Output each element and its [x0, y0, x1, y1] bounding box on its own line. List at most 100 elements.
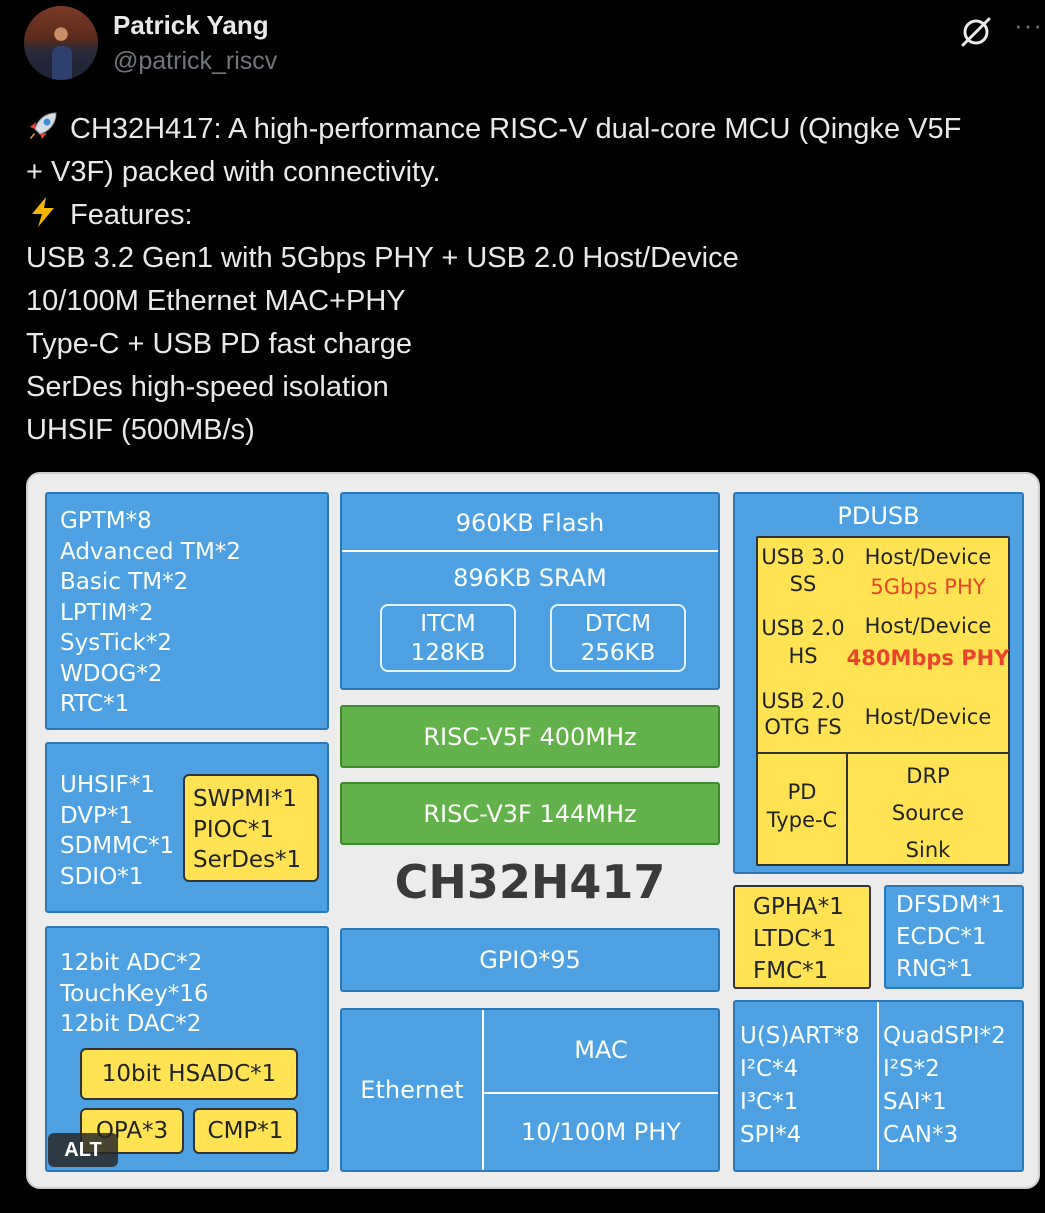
author-name[interactable]: Patrick Yang [113, 10, 269, 40]
interfaces-list: UHSIF*1 DVP*1 SDMMC*1 SDIO*1 [60, 770, 174, 892]
security-block: DFSDM*1 ECDC*1 RNG*1 [884, 885, 1024, 989]
timer-item: SysTick*2 [60, 630, 173, 656]
feature-line: UHSIF (500MB/s) [26, 414, 255, 446]
graphics-block: GPHA*1 LTDC*1 FMC*1 [733, 885, 871, 989]
timer-item: WDOG*2 [60, 660, 163, 687]
lightning-icon [32, 197, 54, 227]
timer-item: LPTIM*2 [60, 599, 154, 626]
graphics-item: FMC*1 [753, 958, 829, 984]
serial-item: SAI*1 [883, 1089, 947, 1115]
tweet-text: CH32H417: A high-performance RISC-V dual… [26, 108, 1036, 452]
feature-line: USB 3.2 Gen1 with 5Gbps PHY + USB 2.0 Ho… [26, 242, 739, 274]
interface-yellow-item: PIOC*1 [193, 816, 274, 843]
gpio-block: GPIO*95 [340, 928, 720, 992]
pdusb-yellow-table: USB 3.0 SS Host/Device 5Gbps PHY USB 2.0… [756, 536, 1010, 866]
interface-yellow-item: SWPMI*1 [193, 786, 297, 812]
serial-divider [877, 1002, 879, 1170]
usb30-label: USB 3.0 [761, 545, 845, 569]
pd-label: PD [787, 780, 817, 804]
interface-item: UHSIF*1 [60, 772, 155, 798]
itcm-size: 128KB [410, 640, 486, 666]
interface-item: SDIO*1 [60, 863, 144, 890]
typec-label: Type-C [766, 808, 838, 832]
serial-item: I²C*4 [740, 1056, 799, 1082]
flash-label: 960KB Flash [455, 509, 605, 537]
ethernet-divider [482, 1010, 484, 1170]
security-item: ECDC*1 [896, 924, 987, 950]
usb20hs-mode: Host/Device [864, 614, 992, 638]
serial-item: U(S)ART*8 [740, 1023, 860, 1049]
timer-item: Basic TM*2 [60, 569, 189, 595]
usb20hs-phy: 480Mbps PHY [846, 646, 1010, 670]
tweet-line-2: + V3F) packed with connectivity. [26, 156, 441, 188]
tweet-line-1: CH32H417: A high-performance RISC-V dual… [26, 108, 1036, 151]
serial-item: I²S*2 [883, 1056, 940, 1082]
hsadc-box: 10bit HSADC*1 [80, 1048, 298, 1100]
analog-item: TouchKey*16 [60, 980, 209, 1007]
avatar[interactable] [24, 6, 98, 80]
pd-sink: Sink [905, 838, 951, 862]
cmp-box: CMP*1 [193, 1108, 298, 1154]
ethernet-block: Ethernet MAC 10/100M PHY [340, 1008, 720, 1172]
security-item: RNG*1 [896, 956, 974, 982]
analog-item: 12bit DAC*2 [60, 1011, 202, 1037]
serial-block: U(S)ART*8 I²C*4 I³C*1 SPI*4 QuadSPI*2 I²… [733, 1000, 1024, 1172]
serial-item: QuadSPI*2 [883, 1023, 1006, 1049]
interface-item: DVP*1 [60, 802, 134, 829]
dtcm-box: DTCM 256KB [550, 604, 686, 672]
dtcm-size: 256KB [580, 640, 656, 666]
pd-source: Source [891, 801, 965, 825]
more-icon[interactable]: ··· [1014, 10, 1043, 40]
serial-item: I³C*1 [740, 1089, 799, 1115]
usb30-mode: Host/Device [864, 545, 992, 569]
core-v5f: RISC-V5F 400MHz [340, 705, 720, 768]
analog-item: 12bit ADC*2 [60, 950, 203, 976]
author-handle[interactable]: @patrick_riscv [113, 47, 278, 75]
timer-item: GPTM*8 [60, 508, 152, 534]
usb20otg-speed: OTG FS [764, 715, 842, 739]
pdusb-block: PDUSB USB 3.0 SS Host/Device 5Gbps PHY U… [733, 492, 1024, 874]
interfaces-block: UHSIF*1 DVP*1 SDMMC*1 SDIO*1 SWPMI*1 PIO… [45, 742, 329, 913]
pd-vertical-divider [846, 754, 848, 864]
mac-phy-divider [484, 1092, 718, 1094]
timers-block: GPTM*8 Advanced TM*2 Basic TM*2 LPTIM*2 … [45, 492, 329, 730]
alt-badge[interactable]: ALT [48, 1133, 118, 1167]
grok-icon[interactable] [958, 14, 994, 50]
serial-item: SPI*4 [740, 1122, 802, 1148]
graphics-item: GPHA*1 [753, 894, 844, 920]
usb20hs-speed: HS [788, 644, 818, 668]
sram-label: 896KB SRAM [453, 564, 607, 592]
feature-line: SerDes high-speed isolation [26, 371, 389, 403]
usb20otg-label: USB 2.0 [761, 689, 845, 713]
usb30-phy: 5Gbps PHY [870, 575, 986, 599]
mac-label: MAC [574, 1036, 628, 1064]
interface-yellow-item: SerDes*1 [193, 847, 302, 873]
tweet-line-1-text: CH32H417: A high-performance RISC-V dual… [70, 113, 962, 145]
pd-drp: DRP [906, 764, 950, 788]
analog-list: 12bit ADC*2 TouchKey*16 12bit DAC*2 [60, 948, 208, 1040]
timers-list: GPTM*8 Advanced TM*2 Basic TM*2 LPTIM*2 … [60, 506, 241, 720]
graphics-item: LTDC*1 [753, 926, 837, 952]
feature-line: 10/100M Ethernet MAC+PHY [26, 285, 406, 317]
analog-block: 12bit ADC*2 TouchKey*16 12bit DAC*2 10bi… [45, 926, 329, 1172]
itcm-label: ITCM [420, 611, 476, 637]
core-v3f: RISC-V3F 144MHz [340, 782, 720, 845]
tweet-line-3-text: Features: [70, 199, 193, 231]
feature-line: Type-C + USB PD fast charge [26, 328, 413, 360]
usb30-speed: SS [789, 572, 817, 596]
usb20otg-mode: Host/Device [864, 705, 992, 729]
security-item: DFSDM*1 [896, 892, 1005, 918]
pdusb-title: PDUSB [837, 502, 920, 530]
memory-divider [342, 550, 718, 552]
timer-item: Advanced TM*2 [60, 538, 241, 565]
timer-item: RTC*1 [60, 691, 130, 717]
rocket-icon [30, 112, 57, 139]
ethernet-label: Ethernet [360, 1076, 464, 1104]
interface-item: SDMMC*1 [60, 833, 175, 859]
tweet-line-3: Features: [26, 194, 1036, 237]
interfaces-yellow-box: SWPMI*1 PIOC*1 SerDes*1 [183, 774, 319, 882]
dtcm-label: DTCM [584, 611, 652, 637]
phy-label: 10/100M PHY [521, 1118, 681, 1146]
serial-item: CAN*3 [883, 1122, 959, 1148]
pd-divider [758, 752, 1008, 754]
